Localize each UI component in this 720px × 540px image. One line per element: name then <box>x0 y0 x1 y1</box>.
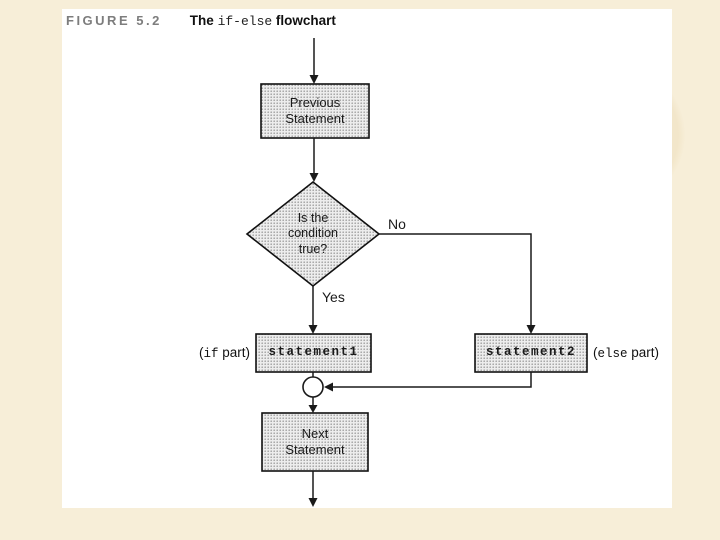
arrowhead-into-statement1 <box>308 325 318 334</box>
next-statement-label: Next Statement <box>285 425 345 457</box>
if-part-suffix: part) <box>218 345 250 360</box>
if-part-label: (if part) <box>150 345 250 361</box>
no-branch-line <box>379 233 532 326</box>
if-part-keyword: if <box>203 347 219 361</box>
figure-number-label: FIGURE 5.2 <box>66 13 162 28</box>
arrowhead-into-connector <box>324 382 333 392</box>
if-part-prefix: ( <box>198 345 204 360</box>
previous-statement-label: Previous Statement <box>285 94 345 126</box>
statement2-box <box>474 333 588 373</box>
statement1-label: statement1 <box>268 345 359 360</box>
condition-label: Is the condition true? <box>287 210 339 256</box>
arrowhead-into-next <box>308 405 318 413</box>
yes-branch-label: Yes <box>322 289 345 305</box>
no-branch-label: No <box>388 216 406 232</box>
statement2-to-connector-line <box>332 372 532 388</box>
arrowhead-into-condition <box>309 173 319 182</box>
previous-statement-box <box>260 83 370 139</box>
statement2-label: statement2 <box>485 345 576 360</box>
else-part-label: (else part) <box>593 345 659 361</box>
else-part-suffix: part) <box>627 345 660 360</box>
next-statement-box <box>261 412 369 472</box>
figure-title: The if-else flowchart <box>190 13 336 29</box>
arrowhead-into-previous <box>309 75 319 84</box>
figure-title-suffix: flowchart <box>272 13 336 28</box>
figure-title-prefix: The <box>189 13 218 28</box>
arrowhead-exit <box>308 498 318 507</box>
figure-title-keyword: if-else <box>217 14 273 29</box>
else-part-prefix: ( <box>593 345 598 360</box>
figure-caption: FIGURE 5.2 The if-else flowchart <box>66 13 336 33</box>
else-part-keyword: else <box>597 347 628 361</box>
arrowhead-into-statement2 <box>526 325 536 334</box>
connector-circle <box>302 376 324 398</box>
